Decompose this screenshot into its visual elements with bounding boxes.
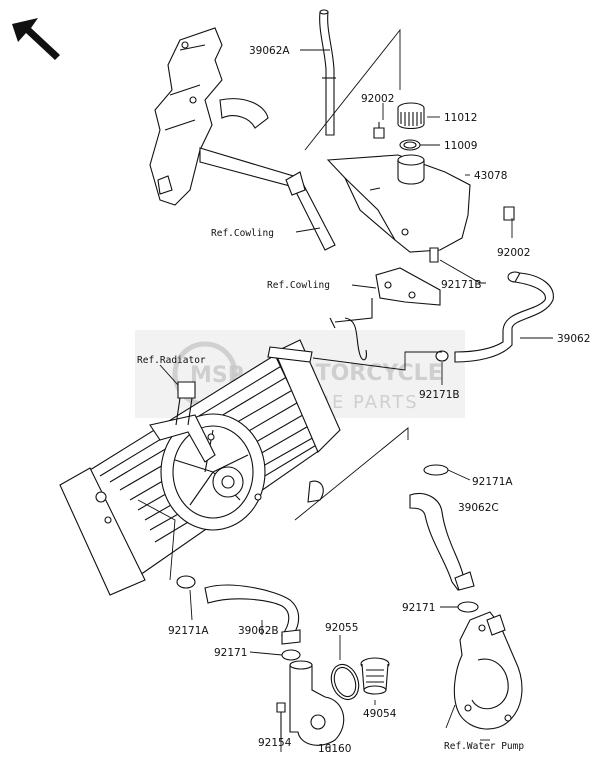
label-92171B-top: 92171B: [441, 279, 482, 291]
label-92002-right: 92002: [497, 247, 530, 259]
label-92171A-left: 92171A: [168, 625, 209, 637]
label-39062B: 39062B: [238, 625, 279, 637]
clamp-92171-left: [281, 649, 301, 661]
clamp-92171A-left: [176, 575, 196, 589]
label-92171B-mid: 92171B: [419, 389, 460, 401]
bolt-92154: [276, 702, 286, 740]
label-39062C: 39062C: [458, 502, 499, 514]
frame-bracket: [149, 27, 336, 251]
washer-11009: [399, 139, 421, 151]
ref-cowling-mid: Ref.Cowling: [267, 280, 330, 291]
bolt-92002-top: [373, 122, 385, 139]
hose-39062C: [409, 493, 475, 591]
ref-cowling-top: Ref.Cowling: [211, 228, 274, 239]
ref-water-pump: Ref.Water Pump: [444, 741, 524, 752]
bolt-92002-right: [503, 206, 515, 221]
overflow-tube: [344, 317, 367, 361]
hose-39062: [454, 272, 554, 363]
water-pump: [453, 611, 523, 730]
reservoir-cap: [397, 102, 425, 130]
label-92154: 92154: [258, 737, 292, 749]
label-43078: 43078: [474, 170, 507, 182]
tank-bracket: [329, 267, 441, 329]
clamp-92171B-mid: [435, 350, 449, 362]
label-11009: 11009: [444, 140, 477, 152]
clamp-92171-right: [457, 601, 479, 613]
thermostat-49054: [360, 657, 390, 695]
hose-39062A: [319, 9, 336, 136]
label-11012: 11012: [444, 112, 477, 124]
part-labels: 39062A 92002 11012 11009 43078 92002 921…: [168, 45, 590, 755]
label-92171A-right: 92171A: [472, 476, 513, 488]
leader-lines: [137, 28, 553, 752]
label-92055: 92055: [325, 622, 358, 634]
ref-radiator: Ref.Radiator: [137, 355, 206, 366]
hose-39062B: [204, 584, 301, 645]
label-16160: 16160: [318, 743, 351, 755]
label-39062: 39062: [557, 333, 590, 345]
fan-connector: [175, 381, 196, 426]
label-92002-top: 92002: [361, 93, 394, 105]
label-92171-left: 92171: [214, 647, 247, 659]
cooling-fan: [149, 413, 266, 531]
clamp-92171A-right: [423, 464, 449, 476]
o-ring-92055: [330, 663, 360, 701]
arrow-up-left-icon: [12, 18, 60, 60]
reservoir-tank: [326, 154, 471, 263]
thermostat-housing: [289, 660, 345, 746]
label-49054: 49054: [363, 708, 397, 720]
label-39062A: 39062A: [249, 45, 290, 57]
reference-labels: Ref.Cowling Ref.Cowling Ref.Radiator Ref…: [137, 228, 524, 752]
label-92171-right: 92171: [402, 602, 435, 614]
